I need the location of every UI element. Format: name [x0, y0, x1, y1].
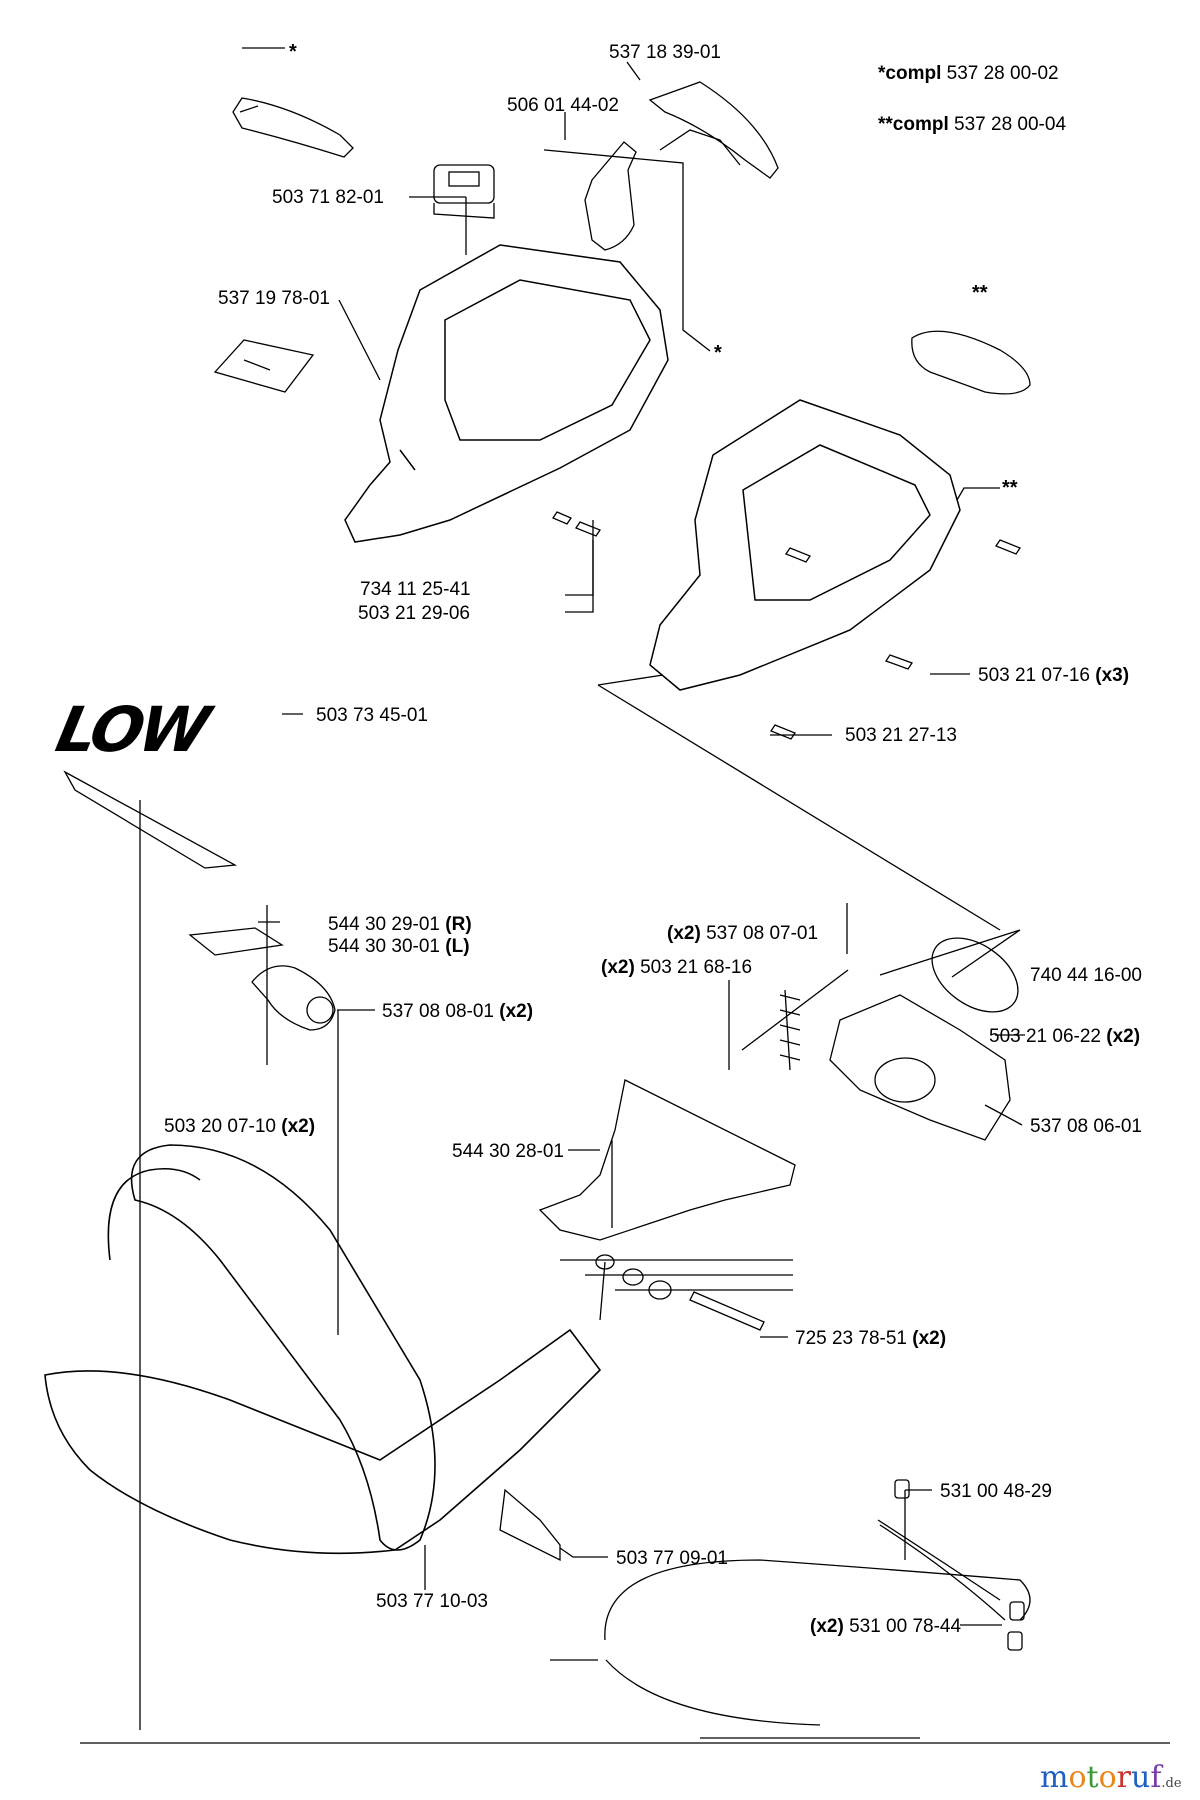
mark-double-star-top: **	[972, 282, 988, 304]
rear-handle-left-half	[344, 244, 669, 543]
part-label-5060144: 506 01 44-02	[507, 95, 619, 116]
part-label-5310048: 531 00 48-29	[940, 1481, 1052, 1502]
part-label-5037182: 503 71 82-01	[272, 187, 384, 208]
mark-star-mid: *	[714, 342, 722, 364]
part-label-5037710: 503 77 10-03	[376, 1591, 488, 1612]
part-label-5032129: 503 21 29-06	[358, 603, 470, 624]
damper-plate	[188, 927, 284, 956]
part-label-5370807: (x2) 537 08 07-01	[667, 923, 819, 944]
part-label-5032106: 503 21 06-22 (x2)	[989, 1026, 1141, 1047]
part-label-7404416: 740 44 16-00	[1030, 965, 1142, 986]
mark-double-star-mid: **	[1002, 477, 1018, 499]
grip-cover-right	[911, 330, 1031, 395]
low-decal-plate	[63, 770, 238, 869]
air-filter-bracket	[213, 339, 315, 393]
part-label-7252378: 725 23 78-51 (x2)	[795, 1328, 947, 1349]
part-label-5032107: 503 21 07-16 (x3)	[978, 665, 1130, 686]
mark-star-top: *	[289, 41, 297, 63]
low-logo: LOW	[50, 693, 213, 766]
part-label-5443030: 544 30 30-01 (L)	[328, 936, 470, 957]
rear-handle-right-half	[649, 399, 961, 691]
part-label-5443028: 544 30 28-01	[452, 1141, 564, 1162]
washers	[595, 1254, 672, 1300]
leader-lines	[139, 47, 1025, 1730]
part-label-5032127: 503 21 27-13	[845, 725, 957, 746]
part-label-5037709: 503 77 09-01	[616, 1548, 728, 1569]
handle-base-bracket	[44, 1328, 602, 1555]
part-label-5370806: 537 08 06-01	[1030, 1116, 1142, 1137]
screws-top	[552, 511, 1021, 740]
part-label-7341125: 734 11 25-41	[360, 579, 471, 600]
part-label-5037345: 503 73 45-01	[316, 705, 428, 726]
part-label-5032007: 503 20 07-10 (x2)	[164, 1116, 316, 1137]
complete-set-note-2: **compl 537 28 00-04	[878, 114, 1067, 135]
cable-clip	[499, 1488, 561, 1562]
throttle-lock	[648, 81, 779, 179]
complete-set-note-1: *compl 537 28 00-02	[878, 63, 1059, 84]
part-label-5370808: 537 08 08-01 (x2)	[382, 1001, 534, 1022]
throttle-cable	[80, 1479, 1170, 1744]
o-ring	[931, 937, 1019, 1013]
part-label-5443029: 544 30 29-01 (R)	[328, 914, 472, 935]
grip-cover-top	[232, 97, 354, 158]
handle-support-plate	[538, 1079, 796, 1241]
part-label-5371978: 537 19 78-01	[218, 288, 330, 309]
vibration-mount-bracket	[829, 994, 1011, 1141]
vibration-spring-left	[251, 965, 336, 1031]
part-label-5032168: (x2) 503 21 68-16	[601, 957, 753, 978]
long-bolt	[689, 1291, 765, 1331]
part-label-5310078: (x2) 531 00 78-44	[810, 1616, 962, 1637]
part-label-5371839: 537 18 39-01	[609, 42, 721, 63]
watermark-logo: motoruf.de	[1040, 1760, 1182, 1795]
switch-knob	[433, 164, 495, 219]
front-handle-bar	[107, 1144, 436, 1551]
vibration-spring-mid	[779, 989, 801, 1071]
throttle-trigger	[584, 141, 637, 251]
